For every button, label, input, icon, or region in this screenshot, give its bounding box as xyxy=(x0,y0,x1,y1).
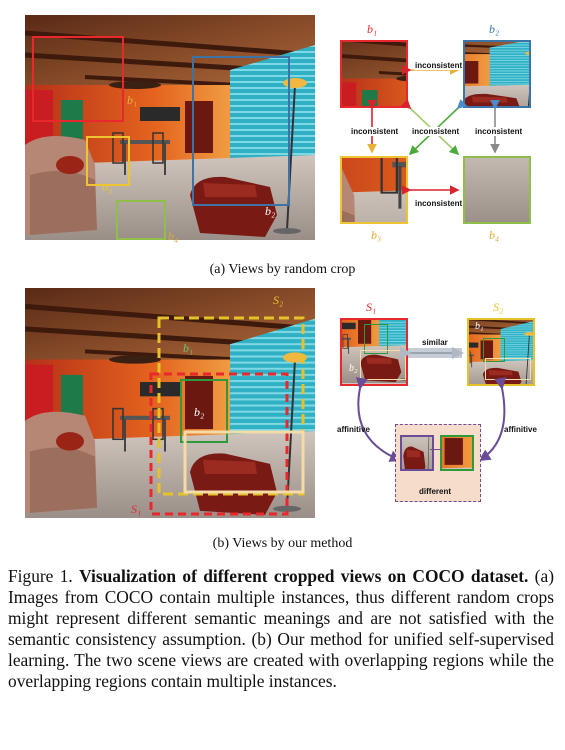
instance-thumb-b2 xyxy=(440,435,474,471)
inner-label-b2-s1: b₂ xyxy=(349,363,358,374)
caption-title: Visualization of different cropped views… xyxy=(79,566,529,586)
box-b1 xyxy=(32,36,124,122)
relation-label-top: inconsistent xyxy=(414,61,464,70)
relation-label-right: inconsistent xyxy=(474,127,524,136)
inner-box-green xyxy=(364,324,388,354)
box-b4 xyxy=(116,200,166,240)
scene-label-b2: b₂ xyxy=(194,405,205,419)
box-s2 xyxy=(157,316,305,496)
relation-label-affinitive-left: affinitive xyxy=(337,425,370,434)
subcaption-b: (b) Views by our method xyxy=(212,536,353,551)
box-b1-cream xyxy=(183,430,305,494)
crop-boxes-a xyxy=(32,36,290,240)
overlap-instances-panel: different xyxy=(395,424,481,502)
view-thumb-b4 xyxy=(463,156,531,224)
view-label-s1: S₁ xyxy=(366,300,377,314)
relation-label-different: different xyxy=(419,487,451,496)
subcaption-a: (a) Views by random crop xyxy=(209,262,356,277)
box-label-b3: b₃ xyxy=(102,180,113,194)
view-label-b2: b₂ xyxy=(489,22,500,36)
relation-label-left: inconsistent xyxy=(350,127,400,136)
caption-prefix: Figure 1. xyxy=(8,566,80,586)
crop-boxes-b xyxy=(149,316,305,516)
view-label-b3: b₃ xyxy=(371,228,382,242)
inner-box-cream xyxy=(485,358,531,380)
relation-arrows-b xyxy=(355,347,507,462)
relation-label-bottom: inconsistent xyxy=(414,199,464,208)
relation-label-center: inconsistent xyxy=(411,127,461,136)
caption-body: (a) Images from COCO contain multiple in… xyxy=(8,566,554,691)
box-label-b1: b₁ xyxy=(127,93,138,107)
box-label-b4: b₄ xyxy=(168,229,179,243)
scene-label-b1: b₁ xyxy=(183,341,194,355)
different-arrow xyxy=(430,449,442,450)
box-b2 xyxy=(192,56,290,206)
figure-caption: Figure 1. Visualization of different cro… xyxy=(8,566,554,692)
box-label-b2: b₂ xyxy=(265,204,276,218)
inner-label-b1-s2: b₁ xyxy=(475,321,484,332)
view-label-s2: S₂ xyxy=(493,300,504,314)
relation-label-similar: similar xyxy=(422,338,448,347)
inner-box-green xyxy=(483,338,505,362)
box-b3 xyxy=(86,136,130,186)
view-label-b4: b₄ xyxy=(489,228,500,242)
instance-thumb-b1 xyxy=(400,435,434,471)
scene-label-s1: S₁ xyxy=(131,502,142,516)
view-label-b1: b₁ xyxy=(367,22,378,36)
relation-label-affinitive-right: affinitive xyxy=(504,425,537,434)
scene-label-s2: S₂ xyxy=(273,293,284,307)
box-s1 xyxy=(149,372,289,516)
box-b2-green xyxy=(180,379,228,443)
